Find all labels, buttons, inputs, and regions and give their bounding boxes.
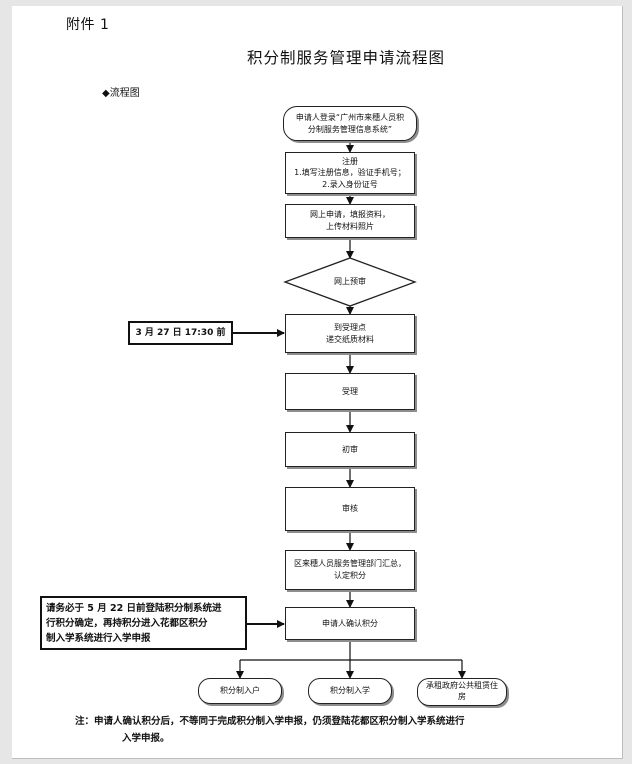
summary-step-line-2: 认定积分: [334, 571, 366, 580]
reminder-line-3: 制入学系统进行入学申报: [46, 633, 151, 645]
confirm-step: 申请人确认积分: [285, 607, 415, 640]
summary-step: 区来穗人员服务管理部门汇总， 认定积分: [285, 550, 415, 590]
summary-step-line-1: 区来穗人员服务管理部门汇总，: [294, 559, 406, 569]
reminder-line-2: 行积分确定，再持积分进入花都区积分: [46, 618, 208, 630]
register-step-line-3: 2.录入身份证号: [322, 179, 378, 189]
footnote: 注：申请人确认积分后，不等同于完成积分制入学申报，仍须登陆花都区积分制入学系统进…: [75, 714, 555, 747]
outcome-household-registration: 积分制入户: [198, 678, 282, 704]
submit-step-line-2: 递交纸质材料: [326, 334, 374, 344]
reminder-callout: 请务必于 5 月 22 日前登陆积分制系统进 行积分确定，再持积分进入花都区积分…: [40, 596, 247, 650]
register-step: 注册 1.填写注册信息，验证手机号； 2.录入身份证号: [285, 152, 415, 194]
login-step-line-1: 申请人登录“广州市来穗人员积: [295, 112, 405, 122]
apply-step: 网上申请，填报资料， 上传材料照片: [285, 204, 415, 238]
first-review-step: 初审: [285, 432, 415, 467]
register-step-line-2: 1.填写注册信息，验证手机号；: [294, 168, 406, 178]
precheck-label: 网上预审: [334, 277, 366, 287]
precheck-diamond: [283, 257, 417, 307]
register-step-line-1: 注册: [342, 156, 358, 166]
apply-step-line-2: 上传材料照片: [326, 222, 374, 231]
attachment-label: 附件 1: [66, 17, 110, 33]
section-label: ◆流程图: [102, 88, 140, 99]
accept-step: 受理: [285, 373, 415, 410]
page-title: 积分制服务管理申请流程图: [246, 49, 445, 67]
deadline-callout: 3 月 27 日 17:30 前: [128, 321, 233, 345]
footnote-line-1: 注：申请人确认积分后，不等同于完成积分制入学申报，仍须登陆花都区积分制入学系统进…: [75, 716, 465, 727]
review-step: 审核: [285, 487, 415, 531]
apply-step-line-1: 网上申请，填报资料，: [310, 210, 390, 220]
submit-step-line-1: 到受理点: [334, 322, 366, 332]
login-step: 申请人登录“广州市来穗人员积 分制服务管理信息系统”: [283, 106, 417, 141]
outcome-school-admission: 积分制入学: [308, 678, 392, 704]
footnote-line-2: 入学申报。: [122, 732, 170, 744]
submit-step: 到受理点 递交纸质材料: [285, 314, 415, 353]
login-step-line-2: 分制服务管理信息系统”: [307, 124, 393, 134]
reminder-line-1: 请务必于 5 月 22 日前登陆积分制系统进: [46, 603, 222, 614]
outcome-public-housing: 承租政府公共租赁住房: [417, 678, 507, 706]
